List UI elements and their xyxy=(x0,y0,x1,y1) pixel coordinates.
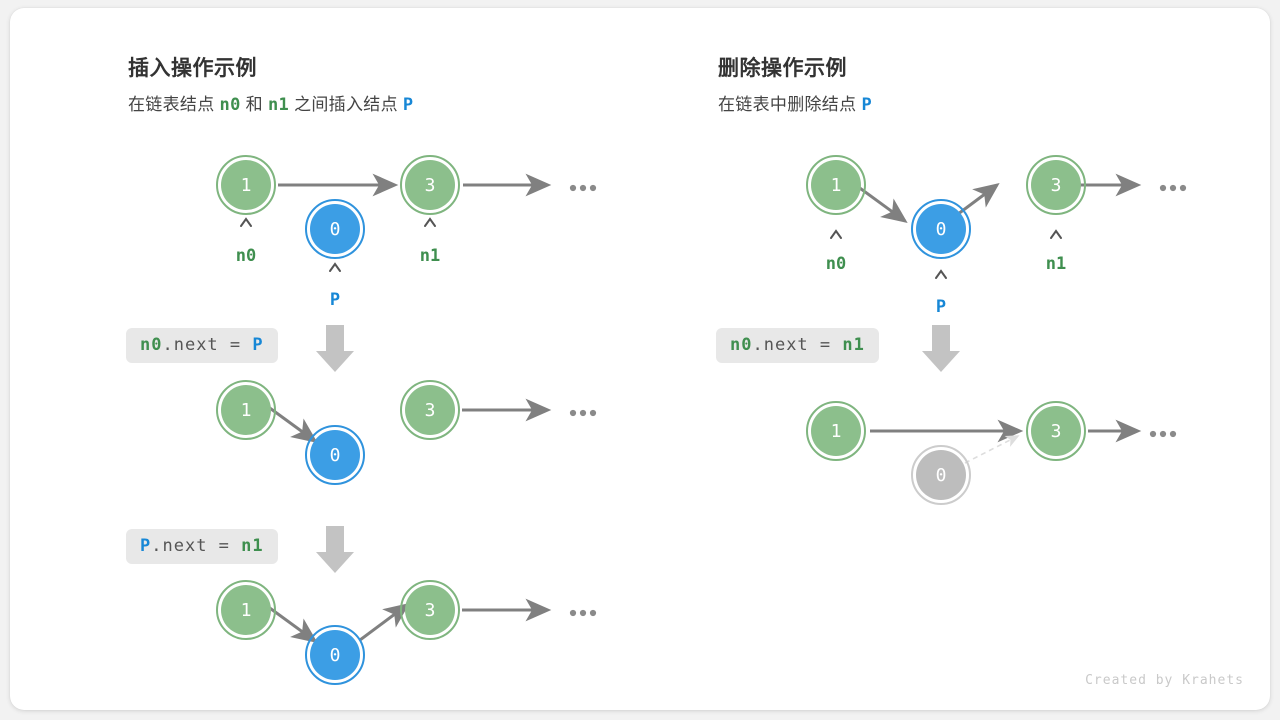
code-token-op: .next = xyxy=(162,335,253,355)
code-token-n1: n1 xyxy=(842,335,865,355)
ellipsis-dot xyxy=(579,184,587,192)
insert-panel-title: 插入操作示例 xyxy=(128,57,257,80)
pointer-label-n0: n0 xyxy=(826,254,846,274)
link-arrow-p-to-n1 xyxy=(949,183,1000,222)
pointer-caret-n1 xyxy=(424,217,436,227)
link-arrow-n0-to-p xyxy=(856,184,908,223)
node-value: 1 xyxy=(241,600,252,621)
link-arrow-1-to-0 xyxy=(266,404,318,443)
diagram-card: 插入操作示例 在链表结点 n0 和 n1 之间插入结点 P n0.next = … xyxy=(10,8,1270,710)
node-value: 1 xyxy=(831,175,842,196)
code-token-p: P xyxy=(252,335,264,355)
step-down-arrow xyxy=(316,526,354,573)
code-token-p: P xyxy=(140,536,152,556)
ellipsis-dot xyxy=(1169,184,1177,192)
node-blue-0: 0 xyxy=(911,199,971,259)
ellipsis-dot xyxy=(1169,430,1177,438)
link-arrow-0-to-3 xyxy=(359,603,410,642)
subtitle-token-p: P xyxy=(861,95,872,115)
step-down-arrow xyxy=(922,325,960,372)
pointer-caret-n0 xyxy=(830,229,842,239)
node-blue-0: 0 xyxy=(305,199,365,259)
insert-panel-subtitle: 在链表结点 n0 和 n1 之间插入结点 P xyxy=(128,90,413,115)
subtitle-token-n1: n1 xyxy=(267,95,290,115)
node-value: 0 xyxy=(330,445,341,466)
panel-insert-operation: 插入操作示例 在链表结点 n0 和 n1 之间插入结点 P n0.next = … xyxy=(10,8,610,710)
code-label-insert-step1: n0.next = P xyxy=(126,328,278,363)
node-green-1: 1 xyxy=(216,580,276,640)
node-green-3: 3 xyxy=(1026,155,1086,215)
pointer-caret-n1 xyxy=(1050,229,1062,239)
ellipsis-dot xyxy=(1179,184,1187,192)
pointer-label-n1: n1 xyxy=(420,246,440,266)
node-value: 3 xyxy=(425,400,436,421)
link-arrow-removed-dashed xyxy=(964,435,1020,464)
code-label-delete-step1: n0.next = n1 xyxy=(716,328,879,363)
ellipsis-dot xyxy=(589,609,597,617)
ellipsis-dot xyxy=(569,184,577,192)
credit-text: Created by Krahets xyxy=(1085,673,1244,688)
node-value: 1 xyxy=(831,421,842,442)
ellipsis-dot xyxy=(589,184,597,192)
node-value: 3 xyxy=(425,600,436,621)
node-value: 1 xyxy=(241,400,252,421)
node-green-3: 3 xyxy=(400,380,460,440)
panel-delete-operation: 删除操作示例 在链表中删除结点 P n0.next = n1 1 n0 xyxy=(610,8,1270,710)
node-blue-0: 0 xyxy=(305,625,365,685)
node-green-3: 3 xyxy=(1026,401,1086,461)
code-label-insert-step2: P.next = n1 xyxy=(126,529,278,564)
node-value: 0 xyxy=(330,645,341,666)
ellipsis-dot xyxy=(569,609,577,617)
node-value: 3 xyxy=(1051,421,1062,442)
node-value: 3 xyxy=(1051,175,1062,196)
ellipsis-dot xyxy=(1159,430,1167,438)
node-blue-0: 0 xyxy=(305,425,365,485)
pointer-label-p: P xyxy=(936,297,946,317)
subtitle-token-p: P xyxy=(402,95,414,115)
code-token-op: .next = xyxy=(151,536,242,556)
ellipsis-dot xyxy=(579,409,587,417)
subtitle-token-n0: n0 xyxy=(219,95,241,115)
link-arrow-1-to-0 xyxy=(266,604,318,643)
pointer-label-n1: n1 xyxy=(1046,254,1066,274)
node-value: 3 xyxy=(425,175,436,196)
node-value: 1 xyxy=(241,175,252,196)
node-green-1: 1 xyxy=(216,155,276,215)
node-value: 0 xyxy=(936,219,947,240)
node-value: 0 xyxy=(330,219,341,240)
ellipsis-dot xyxy=(1159,184,1167,192)
code-token-op: .next = xyxy=(752,335,843,355)
pointer-label-p: P xyxy=(330,290,340,310)
node-value: 0 xyxy=(936,465,947,486)
code-token-n1: n1 xyxy=(241,536,264,556)
code-token-n0: n0 xyxy=(730,335,753,355)
subtitle-seg: 和 xyxy=(240,95,268,114)
pointer-label-n0: n0 xyxy=(236,246,256,266)
node-green-3: 3 xyxy=(400,580,460,640)
node-green-1: 1 xyxy=(216,380,276,440)
ellipsis-dot xyxy=(589,409,597,417)
node-green-1: 1 xyxy=(806,155,866,215)
pointer-caret-n0 xyxy=(240,217,252,227)
pointer-caret-p xyxy=(935,269,947,279)
subtitle-seg: 在链表中删除结点 xyxy=(718,95,862,114)
ellipsis-dot xyxy=(1149,430,1157,438)
node-gray-removed-0: 0 xyxy=(911,445,971,505)
subtitle-seg: 在链表结点 xyxy=(128,95,220,114)
node-green-1: 1 xyxy=(806,401,866,461)
step-down-arrow xyxy=(316,325,354,372)
delete-diagram-svg: 1 n0 0 P 3 n1 xyxy=(806,155,1187,505)
delete-panel-title: 删除操作示例 xyxy=(718,57,847,80)
ellipsis-dot xyxy=(569,409,577,417)
node-green-3: 3 xyxy=(400,155,460,215)
delete-panel-subtitle: 在链表中删除结点 P xyxy=(718,90,872,115)
subtitle-seg: 之间插入结点 xyxy=(289,95,403,114)
code-token-n0: n0 xyxy=(140,335,163,355)
pointer-caret-p xyxy=(329,262,341,272)
ellipsis-dot xyxy=(579,609,587,617)
